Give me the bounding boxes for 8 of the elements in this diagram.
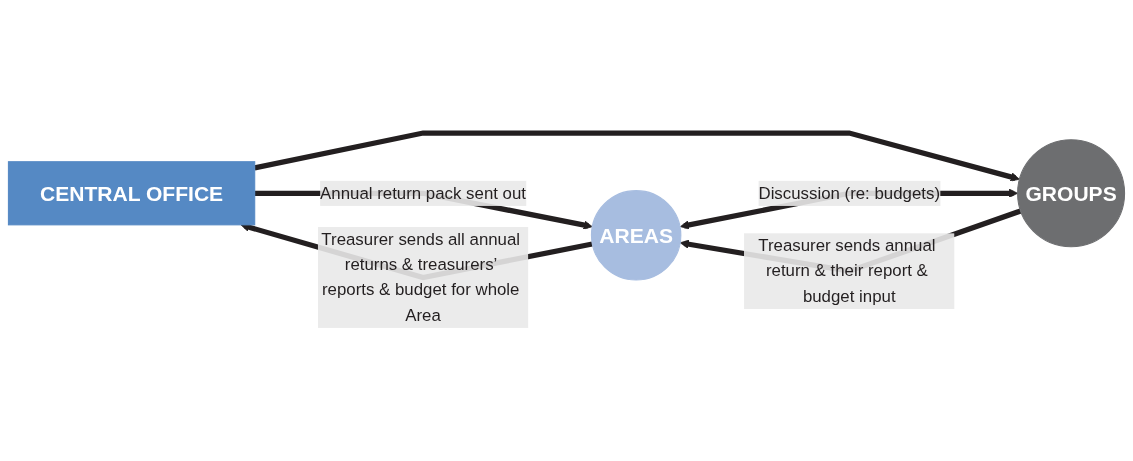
edge-label: Treasurer sends annual return & their report & budget input bbox=[758, 236, 936, 305]
edge-label: Discussion (re: budgets) bbox=[758, 183, 940, 202]
node-box: CENTRAL OFFICE bbox=[7, 161, 256, 226]
node-circle: AREAS bbox=[590, 190, 682, 281]
edge-label: Treasurer sends all annual returns & treasurers’ reports & budget for whole Area bbox=[321, 230, 521, 324]
arrow bbox=[254, 130, 1020, 182]
node-circle: GROUPS bbox=[1017, 139, 1126, 248]
edge-label: Annual return pack sent out bbox=[320, 183, 527, 202]
